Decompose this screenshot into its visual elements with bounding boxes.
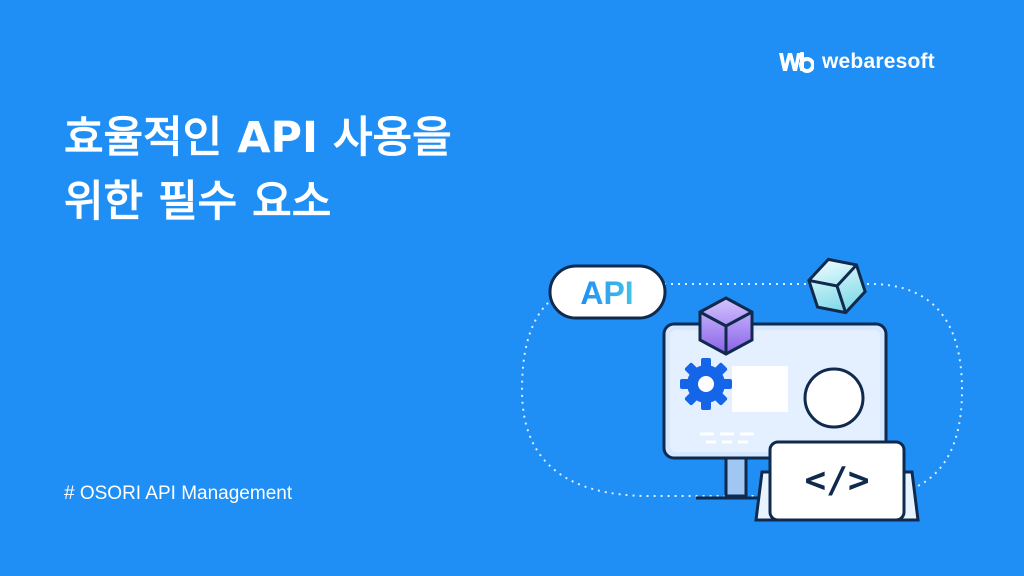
headline: 효율적인 API 사용을 위한 필수 요소 bbox=[64, 106, 452, 234]
dotted-connection-path bbox=[520, 283, 964, 497]
cube-icon bbox=[807, 257, 867, 315]
brand-name: webaresoft bbox=[822, 50, 935, 73]
wb-logo-icon bbox=[779, 52, 814, 73]
hashtag-label: # OSORI API Management bbox=[64, 483, 293, 504]
api-badge-text: API bbox=[580, 275, 633, 311]
cube-icon bbox=[698, 296, 754, 356]
api-illustration: API bbox=[520, 257, 964, 522]
brand-logo: webaresoft bbox=[778, 48, 935, 76]
monitor bbox=[662, 322, 888, 500]
code-icon: </> bbox=[804, 460, 869, 501]
api-badge: API bbox=[548, 264, 667, 320]
headline-line-1: 효율적인 API 사용을 bbox=[64, 113, 452, 163]
gear-icon bbox=[680, 358, 732, 410]
laptop: </> bbox=[754, 440, 920, 522]
headline-line-2: 위한 필수 요소 bbox=[64, 177, 332, 227]
